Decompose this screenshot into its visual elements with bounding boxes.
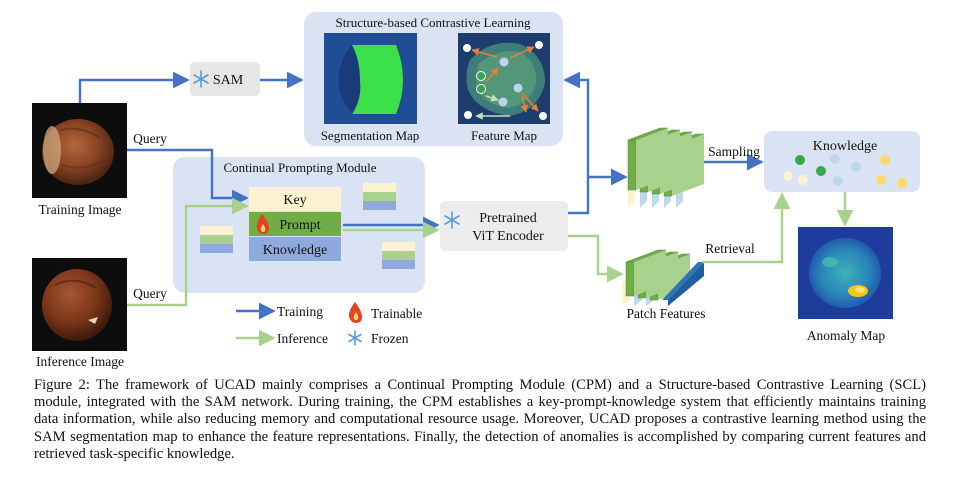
knowledge-point — [783, 171, 793, 181]
feature-point-blue — [513, 83, 523, 93]
flame-icon — [256, 214, 269, 234]
knowledge-point — [795, 155, 805, 165]
cpm-module-title: Continual Prompting Module — [223, 160, 376, 175]
vit-encoder-box — [440, 201, 568, 251]
feature-point-green — [476, 84, 486, 94]
knowledge-point — [798, 175, 808, 185]
anomaly-map — [798, 227, 893, 319]
sam-box — [190, 62, 260, 96]
legend-trainable: Trainable — [371, 306, 422, 321]
training-image-label: Training Image — [38, 202, 121, 217]
legend-inference: Inference — [277, 331, 328, 346]
key-label: Key — [283, 193, 306, 208]
flame-icon — [348, 302, 362, 323]
scl-module-title: Structure-based Contrastive Learning — [336, 15, 531, 30]
knowledge-memory-label: Knowledge — [813, 139, 878, 154]
vit-encoder-line2: ViT Encoder — [472, 229, 544, 244]
feature-point-white — [464, 111, 472, 119]
feature-point-blue — [499, 57, 509, 67]
legend: Training Inference Trainable Frozen — [236, 302, 422, 347]
inference-image-label: Inference Image — [36, 354, 124, 369]
snowflake-icon — [193, 70, 209, 88]
snowflake-icon — [444, 211, 460, 229]
figure-caption: Figure 2: The framework of UCAD mainly c… — [34, 377, 926, 462]
mini-stack — [363, 183, 396, 210]
feature-point-white — [463, 44, 471, 52]
knowledge-point — [851, 162, 861, 172]
training-arrows — [78, 71, 764, 234]
knowledge-point — [880, 155, 890, 165]
knowledge-point — [833, 176, 843, 186]
knowledge-box — [249, 237, 341, 261]
knowledge-label: Knowledge — [263, 243, 328, 258]
query-label-bottom: Query — [133, 286, 167, 301]
knowledge-point — [876, 175, 886, 185]
feature-map — [458, 33, 550, 124]
feature-point-green — [476, 71, 486, 81]
training-image — [32, 103, 127, 198]
inference-image — [32, 258, 127, 351]
sam-label: SAM — [213, 73, 244, 88]
patch-features-label: Patch Features — [626, 306, 705, 321]
anomaly-map-label: Anomaly Map — [807, 328, 886, 343]
sampled-feature-stack — [627, 127, 705, 208]
prompt-label: Prompt — [279, 218, 320, 233]
segmentation-map — [324, 33, 417, 124]
mini-stack — [382, 242, 415, 269]
knowledge-point — [816, 166, 826, 176]
legend-training: Training — [277, 304, 323, 319]
knowledge-point — [830, 154, 840, 164]
retrieval-label: Retrieval — [705, 241, 755, 256]
segmentation-map-label: Segmentation Map — [321, 128, 420, 143]
feature-point-blue — [498, 97, 508, 107]
feature-map-label: Feature Map — [471, 128, 537, 143]
framework-diagram: Training Image Inference Image Structure… — [32, 12, 920, 369]
sampling-label: Sampling — [708, 144, 760, 159]
inference-arrows — [127, 192, 854, 307]
feature-point-white — [535, 41, 543, 49]
mini-stack — [200, 226, 233, 253]
vit-encoder-line1: Pretrained — [479, 211, 537, 226]
snowflake-icon — [348, 330, 362, 346]
knowledge-point — [897, 178, 907, 188]
patch-feature-stack — [622, 249, 704, 306]
legend-frozen: Frozen — [371, 331, 409, 346]
key-box — [249, 187, 341, 211]
query-label-top: Query — [133, 131, 167, 146]
feature-point-white — [539, 112, 547, 120]
